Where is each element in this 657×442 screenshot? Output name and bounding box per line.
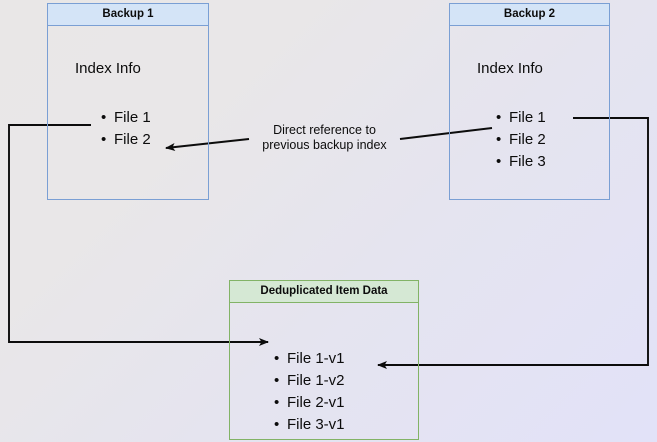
list-item: File 3-v1 [274, 414, 345, 436]
list-item: File 2-v1 [274, 392, 345, 414]
node-backup1-body: Index Info File 1 File 2 [48, 26, 208, 199]
edge-label-direct-reference: Direct reference to previous backup inde… [247, 123, 402, 153]
node-backup2[interactable]: Backup 2 Index Info File 1 File 2 File 3 [449, 3, 610, 200]
node-backup2-header: Backup 2 [450, 4, 609, 26]
node-backup2-file-list: File 1 File 2 File 3 [496, 107, 546, 173]
node-deduplicated-item-data-header: Deduplicated Item Data [230, 281, 418, 303]
node-backup1-header: Backup 1 [48, 4, 208, 26]
node-backup1-section-label: Index Info [75, 60, 141, 77]
list-item: File 3 [496, 151, 546, 173]
node-backup1-file-list: File 1 File 2 [101, 107, 151, 151]
list-item: File 1 [101, 107, 151, 129]
node-deduplicated-file-list: File 1-v1 File 1-v2 File 2-v1 File 3-v1 [274, 348, 345, 436]
node-backup1[interactable]: Backup 1 Index Info File 1 File 2 [47, 3, 209, 200]
edge-label-line-1: Direct reference to [273, 123, 376, 137]
list-item: File 1-v2 [274, 370, 345, 392]
list-item: File 1 [496, 107, 546, 129]
node-backup2-section-label: Index Info [477, 60, 543, 77]
node-deduplicated-item-data[interactable]: Deduplicated Item Data File 1-v1 File 1-… [229, 280, 419, 440]
list-item: File 1-v1 [274, 348, 345, 370]
list-item: File 2 [101, 129, 151, 151]
list-item: File 2 [496, 129, 546, 151]
edge-label-line-2: previous backup index [262, 138, 387, 152]
node-backup2-body: Index Info File 1 File 2 File 3 [450, 26, 609, 199]
node-deduplicated-item-data-body: File 1-v1 File 1-v2 File 2-v1 File 3-v1 [230, 303, 418, 439]
